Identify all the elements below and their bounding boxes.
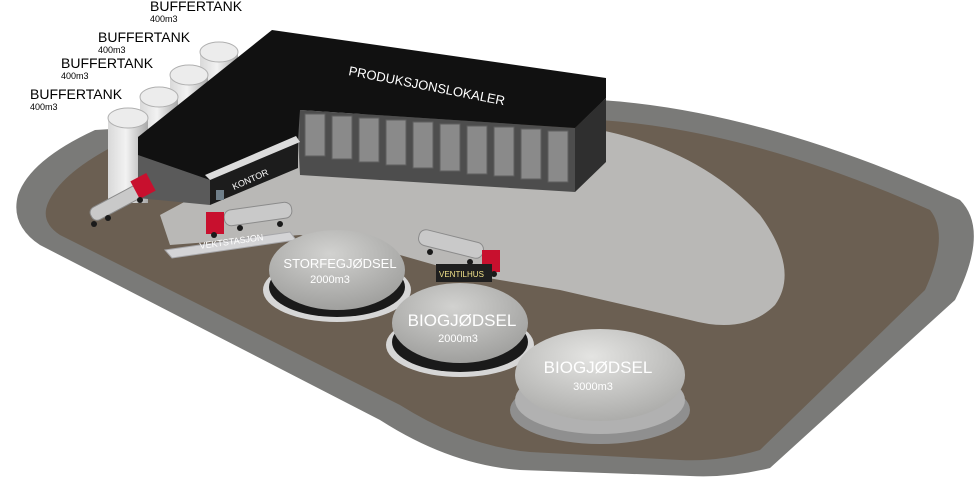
storage-tank-3 (510, 329, 690, 444)
buffer-tank-2-label: BUFFERTANK 400m3 (98, 29, 190, 55)
office-block (210, 140, 298, 205)
buffer-tank-3-label: BUFFERTANK 400m3 (61, 55, 153, 81)
storage-tank-3-name: BIOGJØDSEL (544, 358, 653, 377)
storage-tank-2-capacity: 2000m3 (438, 333, 478, 345)
storage-tank-1-capacity: 2000m3 (310, 274, 350, 286)
production-roof (138, 30, 606, 180)
buffer-tank-1-capacity: 400m3 (150, 14, 178, 24)
office-window (216, 190, 224, 200)
buffer-tank-4-name: BUFFERTANK (30, 86, 123, 102)
buffer-tank-2-capacity: 400m3 (98, 45, 126, 55)
valve-house-label: VENTILHUS (439, 270, 484, 279)
buffer-tank-1-label: BUFFERTANK 400m3 (150, 0, 242, 24)
buffer-tank-3-name: BUFFERTANK (61, 55, 154, 71)
buffer-tank-3-capacity: 400m3 (61, 71, 89, 81)
storage-tank-2 (386, 283, 534, 377)
storage-tank-3-capacity: 3000m3 (573, 381, 613, 393)
valve-house (436, 264, 492, 282)
truck-weighbridge (206, 201, 293, 238)
production-wall-side (575, 98, 606, 192)
office-roof-edge (205, 136, 300, 180)
buffer-tank-4-capacity: 400m3 (30, 102, 58, 112)
truck-left (89, 172, 156, 227)
paved-yard (160, 130, 785, 325)
garage-doors (304, 113, 569, 183)
storage-tank-1 (263, 230, 411, 322)
buffer-tank-2-name: BUFFERTANK (98, 29, 191, 45)
storage-tank-1-name: STORFEGJØDSEL (283, 256, 396, 271)
production-building (138, 30, 606, 205)
buffer-tank-4-label: BUFFERTANK 400m3 (30, 86, 122, 112)
storage-tank-2-name: BIOGJØDSEL (408, 311, 517, 330)
buffer-tank-1-name: BUFFERTANK (150, 0, 243, 14)
